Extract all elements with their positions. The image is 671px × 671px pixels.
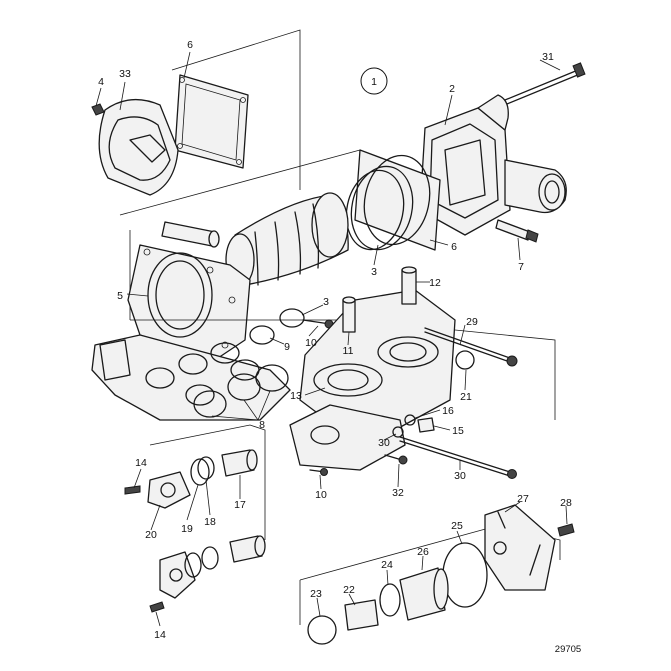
thermostat-housing-group [419, 62, 586, 243]
label-part-27: 27 [517, 493, 529, 505]
label-part-11: 11 [343, 345, 354, 357]
oring-part-18 [197, 456, 215, 480]
label-part-15: 15 [452, 425, 464, 437]
label-part-16: 16 [442, 405, 454, 417]
view-callout-label: 1 [371, 76, 377, 88]
label-part-17: 17 [234, 499, 246, 511]
label-part-30a: 30 [378, 437, 390, 449]
oring-part-8 [193, 390, 227, 418]
bolt-part-14b [149, 601, 165, 613]
insert-part-22 [344, 599, 379, 631]
label-part-6: 6 [187, 39, 193, 51]
filter-group [307, 504, 575, 645]
pipe-part-12 [401, 269, 417, 305]
label-part-13: 13 [290, 390, 302, 402]
label-part-4: 4 [98, 76, 104, 88]
label-part-24: 24 [381, 559, 393, 571]
oring-part-24 [379, 583, 401, 617]
bellows-group [161, 149, 441, 287]
label-part-10a: 10 [305, 337, 317, 349]
label-part-10b: 10 [315, 489, 327, 501]
label-part-6b: 6 [451, 241, 457, 253]
label-part-3b: 3 [323, 296, 329, 308]
bolt-part-31 [504, 69, 579, 101]
label-part-12: 12 [429, 277, 441, 289]
bolt-part-14a [124, 485, 141, 495]
label-part-5: 5 [117, 290, 123, 302]
label-part-18: 18 [204, 516, 216, 528]
label-part-14b: 14 [154, 629, 166, 641]
label-part-26: 26 [417, 546, 429, 558]
label-part-30b: 30 [454, 470, 466, 482]
oring-part-19 [190, 458, 210, 486]
label-part-23: 23 [310, 588, 322, 600]
label-part-20: 20 [145, 529, 157, 541]
oring-part-21 [455, 350, 475, 370]
label-part-25: 25 [451, 520, 463, 532]
adapter-group [124, 449, 266, 613]
label-part-33: 33 [119, 68, 131, 80]
view-callout-circle [360, 67, 388, 95]
flange-part-20 [147, 471, 191, 509]
sensor-part-7 [495, 219, 531, 241]
label-part-21: 21 [460, 391, 472, 403]
oring-part-23 [307, 615, 337, 645]
label-part-31: 31 [542, 51, 554, 63]
label-part-9: 9 [284, 341, 290, 353]
manifold-group [91, 244, 334, 421]
bolt-part-30b [399, 436, 511, 473]
part-labels: 6 4 33 31 2 6 7 3 5 12 3 29 9 10 11 13 2… [98, 39, 572, 641]
label-part-29: 29 [466, 316, 478, 328]
label-part-8: 8 [259, 419, 265, 431]
cover-gasket-part-6 [174, 74, 249, 169]
bolt-part-28 [557, 523, 575, 537]
cover-group [91, 74, 249, 196]
filter-part-26 [399, 567, 446, 621]
manifold-part-5 [127, 244, 251, 361]
plug-part-15 [417, 417, 435, 433]
cover-part-33 [98, 98, 179, 196]
label-part-7: 7 [518, 261, 524, 273]
washer-part-30a [392, 426, 404, 438]
oring-part-25 [442, 542, 488, 608]
label-part-22: 22 [343, 584, 355, 596]
label-part-2: 2 [449, 83, 455, 95]
oring-part-9 [249, 325, 275, 345]
label-part-3a: 3 [371, 266, 377, 278]
filter-housing-group [289, 266, 518, 479]
gasket-part-6b [354, 149, 441, 251]
label-part-14a: 14 [135, 457, 147, 469]
bolt-part-29 [424, 327, 511, 359]
washer-part-16 [404, 414, 416, 426]
cover-part-27 [484, 504, 556, 591]
lower-left-frame-lines [149, 424, 266, 540]
pipe-part-11 [342, 299, 356, 333]
drawing-reference-number: 29705 [555, 644, 581, 655]
nut-part-4 [91, 103, 105, 116]
label-part-19: 19 [181, 523, 193, 535]
label-part-32: 32 [392, 487, 404, 499]
label-part-28: 28 [560, 497, 572, 509]
leader-lines [95, 51, 568, 627]
